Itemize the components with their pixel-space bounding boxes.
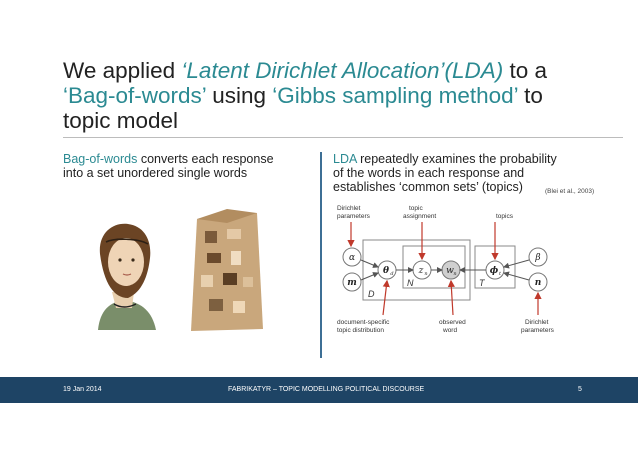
portrait-image <box>78 218 170 330</box>
node-z: z <box>418 266 424 276</box>
label-dirichlet-top-2: parameters <box>337 213 371 220</box>
node-alpha: α <box>349 253 355 263</box>
title-divider <box>63 137 623 138</box>
title-text: topic model <box>63 108 179 133</box>
title-lda: ‘Latent Dirichlet Allocation’(LDA) <box>181 58 504 83</box>
title-text: to a <box>503 58 548 83</box>
title-text: We applied <box>63 58 182 83</box>
label-doc-topic: document-specific <box>337 319 390 326</box>
label-dirichlet-top: Dirichlet <box>337 205 361 212</box>
node-phi: ϕ <box>490 266 499 276</box>
label-observed-2: word <box>442 327 457 334</box>
plate-n <box>402 245 466 289</box>
slide-title: We applied ‘Latent Dirichlet Allocation’… <box>63 58 603 133</box>
label-doc-topic-2: topic distribution <box>337 327 384 334</box>
node-n: n <box>535 278 542 288</box>
plate-label-d: D <box>368 289 375 299</box>
node-w: w <box>446 266 454 276</box>
lda-plate-diagram: Dirichlet parameters topic assignment to… <box>337 205 555 334</box>
paper-bag-image <box>191 209 263 331</box>
citation: (Blei et al., 2003) <box>545 188 595 195</box>
node-beta: β <box>534 253 540 263</box>
plate-label-n: N <box>407 278 414 288</box>
lda-term: LDA <box>333 152 357 166</box>
footer-center: FABRIKATYR – TOPIC MODELLING POLITICAL D… <box>228 386 425 393</box>
lda-text: repeatedly examines the probability <box>356 152 557 166</box>
lda-text: of the words in each response and <box>333 166 525 180</box>
arrow-observed <box>447 279 455 316</box>
title-gibbs: ‘Gibbs sampling method’ <box>272 83 518 108</box>
label-topic-assignment-2: assignment <box>403 213 436 220</box>
label-topics: topics <box>496 213 514 220</box>
edge-alpha-theta <box>360 259 379 268</box>
column-divider <box>320 152 322 358</box>
label-topic-assignment: topic <box>409 205 423 212</box>
node-theta-sub: d <box>390 271 393 277</box>
bow-text: converts each response <box>137 152 274 166</box>
label-dirichlet-bottom: Dirichlet <box>525 319 549 326</box>
node-m: m <box>347 278 357 288</box>
title-text: using <box>205 83 273 108</box>
node-z-sub: n <box>424 271 427 277</box>
footer-page-number: 5 <box>578 386 582 393</box>
footer-date: 19 Jan 2014 <box>63 386 102 393</box>
bow-text: into a set unordered single words <box>63 166 248 180</box>
footer-bar: 19 Jan 2014 FABRIKATYR – TOPIC MODELLING… <box>0 377 638 403</box>
arrow-doc-topic <box>382 279 390 316</box>
node-w-sub: n <box>453 271 456 277</box>
title-bow: ‘Bag-of-words’ <box>63 83 206 108</box>
bow-description: Bag-of-words converts each response into… <box>63 152 313 180</box>
plate-label-t: T <box>479 278 486 288</box>
node-phi-sub: t <box>499 271 502 277</box>
bow-term: Bag-of-words <box>63 152 138 166</box>
edge-n-phi <box>503 271 530 281</box>
label-observed: observed <box>439 319 466 326</box>
edge-m-theta <box>360 272 379 281</box>
title-text: to <box>517 83 543 108</box>
node-theta: θ <box>383 266 389 276</box>
label-dirichlet-bottom-2: parameters <box>521 327 555 334</box>
lda-description: LDA repeatedly examines the probability … <box>333 152 623 194</box>
lda-text: establishes ‘common sets’ (topics) <box>333 180 523 194</box>
edge-beta-phi <box>503 259 530 269</box>
